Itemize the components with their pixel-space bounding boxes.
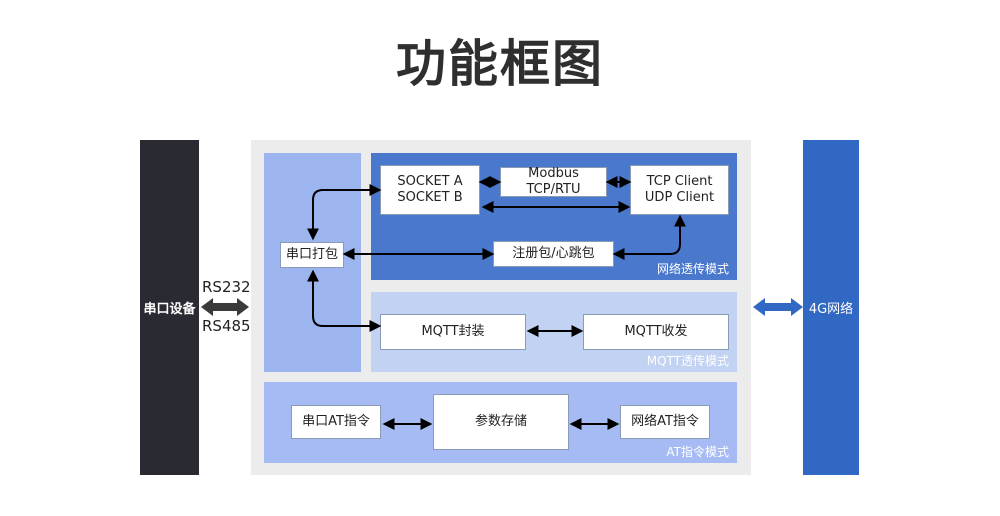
udp-client-label: UDP Client (644, 190, 715, 205)
heartbeat-box: 注册包/心跳包 (493, 241, 614, 267)
socket-b-label: SOCKET B (397, 190, 463, 205)
param-storage-label: 参数存储 (474, 414, 527, 429)
socket-a-label: SOCKET A (397, 174, 463, 189)
network-at-box: 网络AT指令 (620, 405, 710, 439)
heartbeat-label: 注册包/心跳包 (512, 246, 595, 261)
mqtt-recv-box: MQTT收发 (583, 314, 729, 350)
network-at-label: 网络AT指令 (631, 414, 699, 429)
arrow-pack-socket (307, 184, 382, 241)
socket-box: SOCKET A SOCKET B (380, 165, 480, 215)
mqtt-recv-label: MQTT收发 (624, 324, 688, 339)
network-interface-arrow (753, 298, 803, 316)
at-mode-label: AT指令模式 (666, 445, 729, 459)
network-4g-label: 4G网络 (808, 302, 854, 317)
serial-pack-box: 串口打包 (280, 242, 344, 268)
modbus-box: Modbus TCP/RTU (500, 166, 607, 197)
rs485-label: RS485 (202, 317, 251, 335)
arrow-pack-mqtt (307, 269, 382, 332)
network-mode-label: 网络透传模式 (656, 262, 729, 276)
serial-device-block: 串口设备 (140, 140, 199, 475)
serial-interface-arrow (201, 298, 249, 316)
page-title: 功能框图 (396, 35, 604, 93)
network-4g-block: 4G网络 (803, 140, 859, 475)
arrow-heartbeat-client (612, 214, 686, 260)
rs232-label: RS232 (202, 278, 251, 296)
serial-pack-label: 串口打包 (285, 247, 338, 262)
mqtt-mode-label: MQTT透传模式 (646, 354, 729, 368)
mqtt-pack-label: MQTT封装 (421, 324, 485, 339)
serial-at-box: 串口AT指令 (291, 405, 381, 439)
serial-at-label: 串口AT指令 (302, 414, 370, 429)
param-storage-box: 参数存储 (433, 394, 569, 450)
mqtt-pack-box: MQTT封装 (380, 314, 526, 350)
tcp-client-label: TCP Client (646, 174, 713, 189)
client-box: TCP Client UDP Client (630, 165, 729, 215)
serial-device-label: 串口设备 (143, 302, 196, 317)
modbus-label: Modbus TCP/RTU (526, 166, 581, 197)
